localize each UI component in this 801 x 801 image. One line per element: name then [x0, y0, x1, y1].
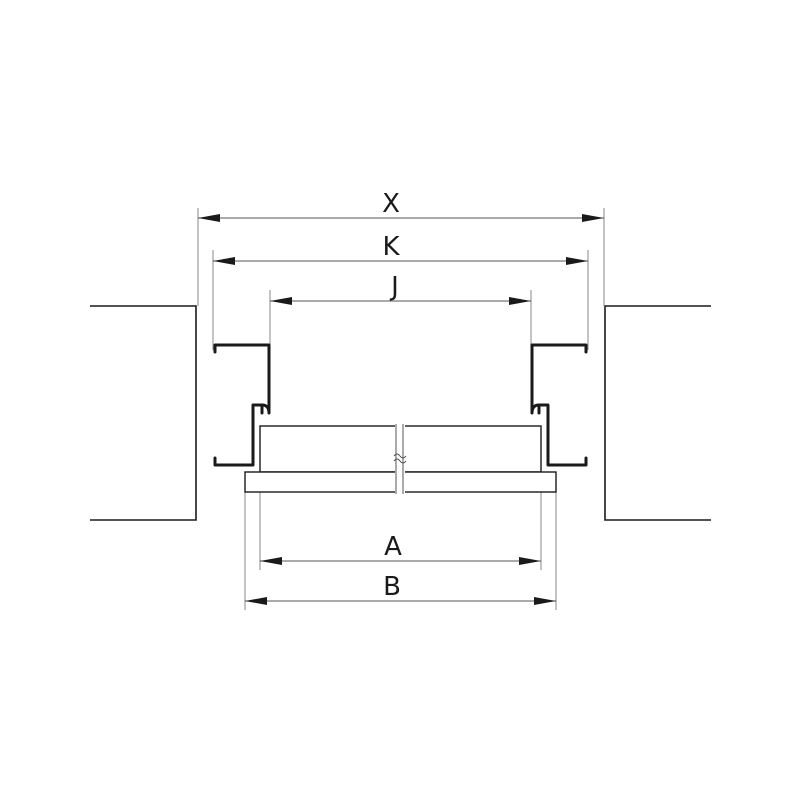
right-frame-profile — [530, 343, 588, 467]
dimension-b: B — [245, 572, 556, 605]
dimension-a-label: A — [384, 532, 402, 562]
dimension-k-label: K — [382, 232, 400, 262]
left-wall — [90, 305, 197, 521]
break-mark — [393, 424, 407, 494]
dimension-a: A — [260, 532, 541, 565]
dimension-j: J — [270, 272, 531, 305]
dimension-x: X — [198, 189, 604, 222]
right-wall — [604, 305, 711, 521]
dimension-j-label: J — [389, 272, 399, 302]
left-frame-profile — [213, 343, 271, 467]
dimension-b-label: B — [383, 572, 401, 602]
dimension-x-label: X — [382, 189, 400, 219]
dimension-k: K — [213, 232, 588, 265]
